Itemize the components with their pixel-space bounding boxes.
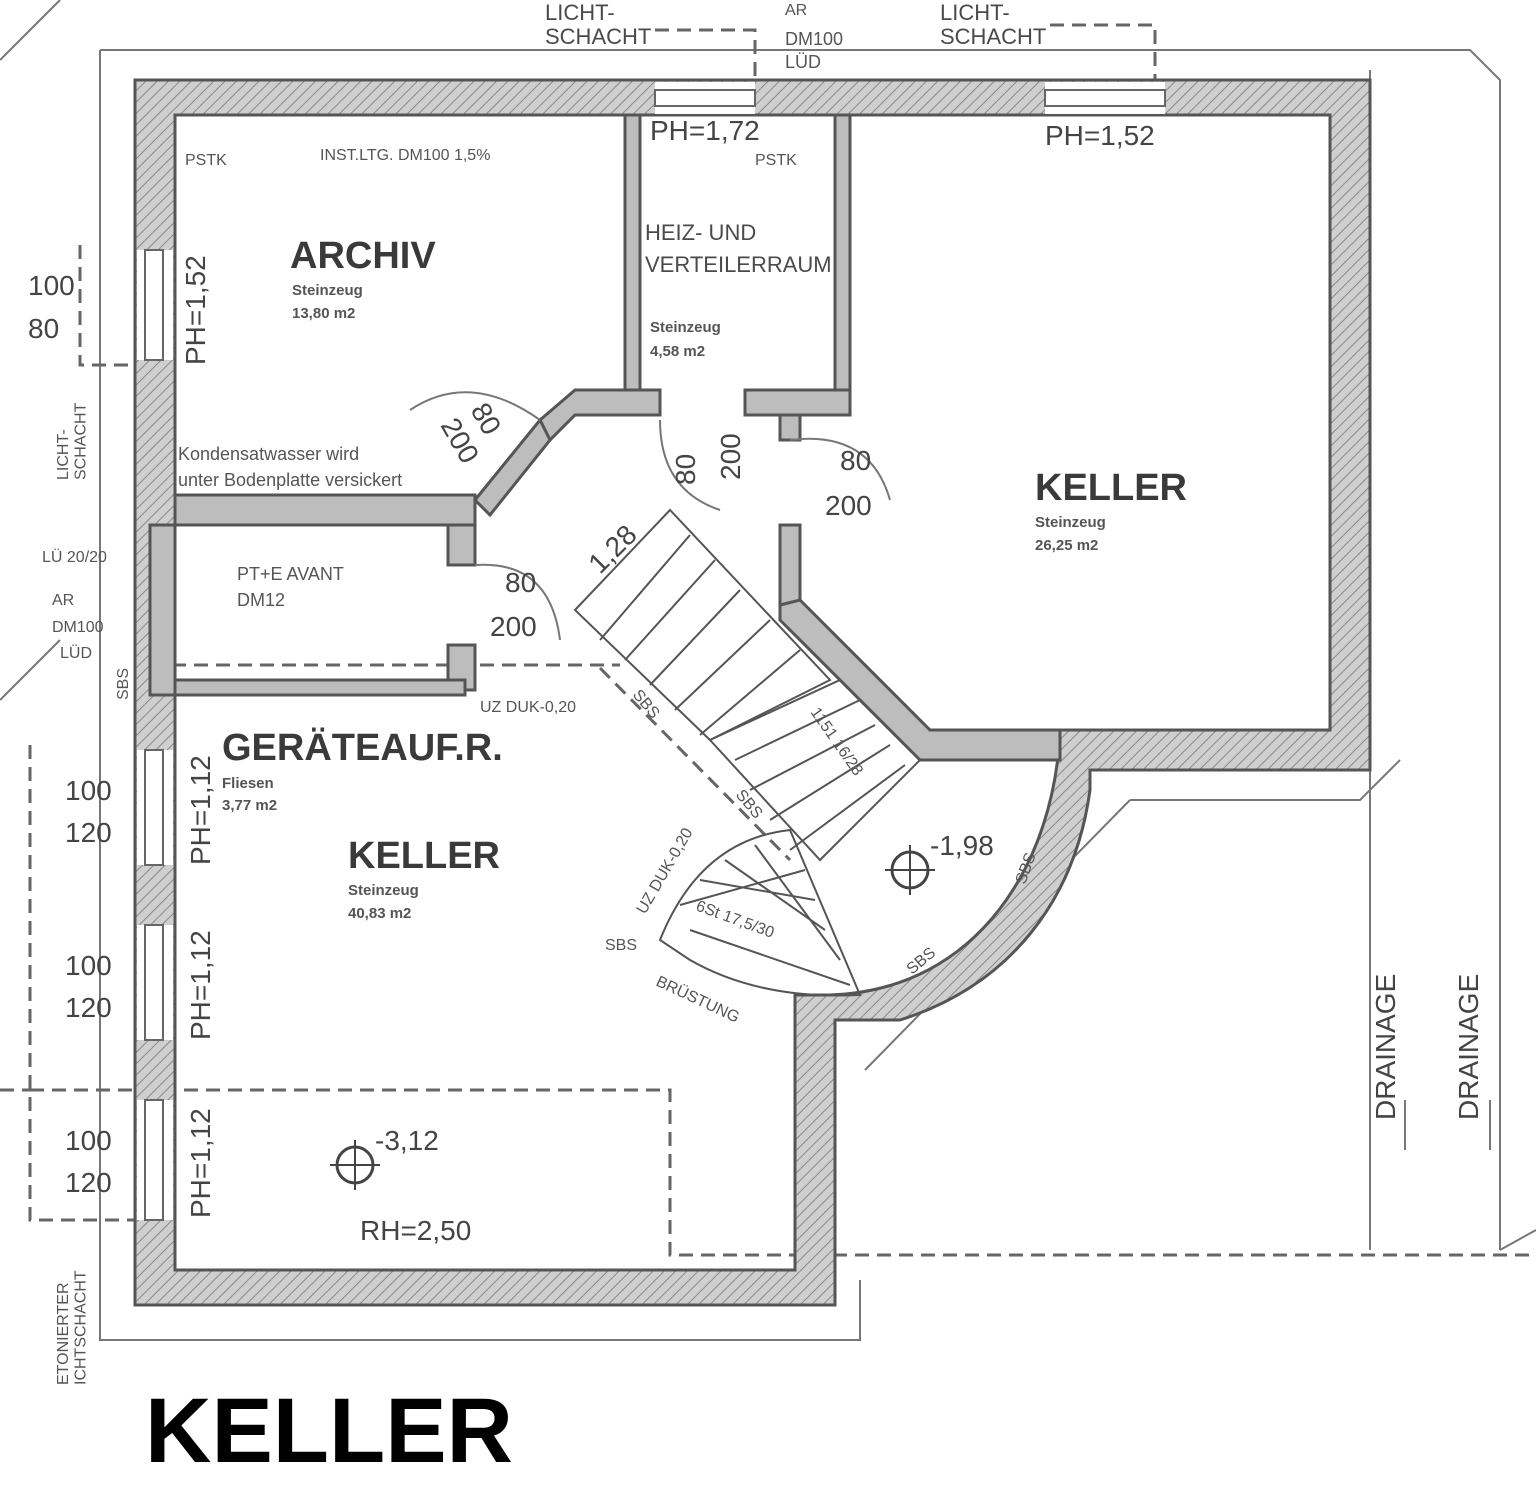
level-198: -1,98 (930, 830, 994, 861)
sbs-3: SBS (732, 787, 766, 822)
drainage-2: DRAINAGE (1453, 974, 1484, 1120)
door-swings (409, 391, 891, 641)
drainage-1: DRAINAGE (1370, 974, 1401, 1120)
ph-152-top: PH=1,52 (1045, 120, 1155, 151)
labels: LICHT-SCHACHT LICHT-SCHACHT DM100 LÜD AR… (28, 0, 1484, 1385)
ar-top-label: DM100 (785, 29, 843, 49)
betonierter: ETONIERTERICHTSCHACHT (55, 1270, 90, 1385)
stairs (573, 508, 922, 997)
dim-80-door2: 80 (670, 454, 701, 485)
dim-100-b: 100 (65, 950, 112, 981)
geraete-material: Fliesen (222, 775, 274, 792)
dm-left: DM100 (52, 619, 104, 636)
keller-main-name: KELLER (348, 835, 500, 877)
dim-200-door4: 200 (490, 611, 537, 642)
archiv-area: 13,80 m2 (292, 305, 355, 322)
geraete-area: 3,77 m2 (222, 797, 277, 814)
dim-200-door2: 200 (715, 433, 746, 480)
uz-1: UZ DUK-0,20 (480, 699, 576, 716)
ph-112-c: PH=1,12 (185, 1108, 216, 1218)
ar-top: AR (785, 2, 807, 19)
sbs-4: SBS (605, 937, 637, 954)
ph-112-a: PH=1,12 (185, 755, 216, 865)
dim-100-c: 100 (65, 1125, 112, 1156)
dim-120-a: 120 (65, 817, 112, 848)
heiz-material: Steinzeug (650, 319, 721, 336)
ptavant-1: PT+E AVANT (237, 564, 344, 584)
heiz-name2: VERTEILERRAUM (645, 252, 832, 277)
dim-100-a: 100 (65, 775, 112, 806)
dim-80-left: 80 (28, 313, 59, 344)
ptavant-2: DM12 (237, 590, 285, 610)
site-lines (0, 0, 1536, 1341)
kondens-2: unter Bodenplatte versickert (178, 470, 402, 490)
archiv-material: Steinzeug (292, 282, 363, 299)
lud-left: LÜD (60, 644, 92, 662)
heiz-name1: HEIZ- UND (645, 220, 756, 245)
dim-100-top: 100 (28, 270, 75, 301)
lu-label: LÜ 20/20 (42, 548, 107, 566)
page-title: KELLER (145, 1380, 513, 1482)
level-markers (330, 845, 935, 1190)
brustung: BRÜSTUNG (653, 972, 742, 1026)
pstk-2: PSTK (755, 152, 797, 169)
sbs-1: SBS (115, 668, 132, 700)
archiv-name: ARCHIV (290, 235, 436, 277)
rh-label: RH=2,50 (360, 1215, 471, 1246)
dim-120-b: 120 (65, 992, 112, 1023)
dim-200-door3: 200 (825, 490, 872, 521)
dim-80-door3: 80 (840, 445, 871, 476)
lichtschacht-top1-label: LICHT-SCHACHT (545, 0, 651, 49)
interior-walls (148, 113, 1062, 762)
inst-label: INST.LTG. DM100 1,5% (320, 147, 490, 164)
lichtschacht-top2-label: LICHT-SCHACHT (940, 0, 1046, 49)
ph-172: PH=1,72 (650, 115, 760, 146)
dashed-outlines (0, 23, 1530, 1257)
geraete-name: GERÄTEAUF.R. (222, 726, 503, 769)
keller-main-material: Steinzeug (348, 882, 419, 899)
steps-1: 1151 16/28 (807, 705, 866, 779)
stair-width: 1,28 (582, 519, 642, 579)
lichtschacht-left: LICHT-SCHACHT (55, 402, 90, 480)
windows (137, 82, 1166, 1221)
keller-main-area: 40,83 m2 (348, 905, 411, 922)
dim-80-door4: 80 (505, 567, 536, 598)
keller-right-material: Steinzeug (1035, 514, 1106, 531)
ar-left: AR (52, 592, 74, 609)
heiz-area: 4,58 m2 (650, 343, 705, 360)
level-312: -3,12 (375, 1125, 439, 1156)
keller-right-name: KELLER (1035, 467, 1187, 509)
pstk-1: PSTK (185, 152, 227, 169)
ph-112-b: PH=1,12 (185, 930, 216, 1040)
dim-120-c: 120 (65, 1167, 112, 1198)
kondens-1: Kondensatwasser wird (178, 444, 359, 464)
lud-top-label: LÜD (785, 52, 821, 72)
ph-152-left: PH=1,52 (180, 255, 211, 365)
keller-right-area: 26,25 m2 (1035, 537, 1098, 554)
